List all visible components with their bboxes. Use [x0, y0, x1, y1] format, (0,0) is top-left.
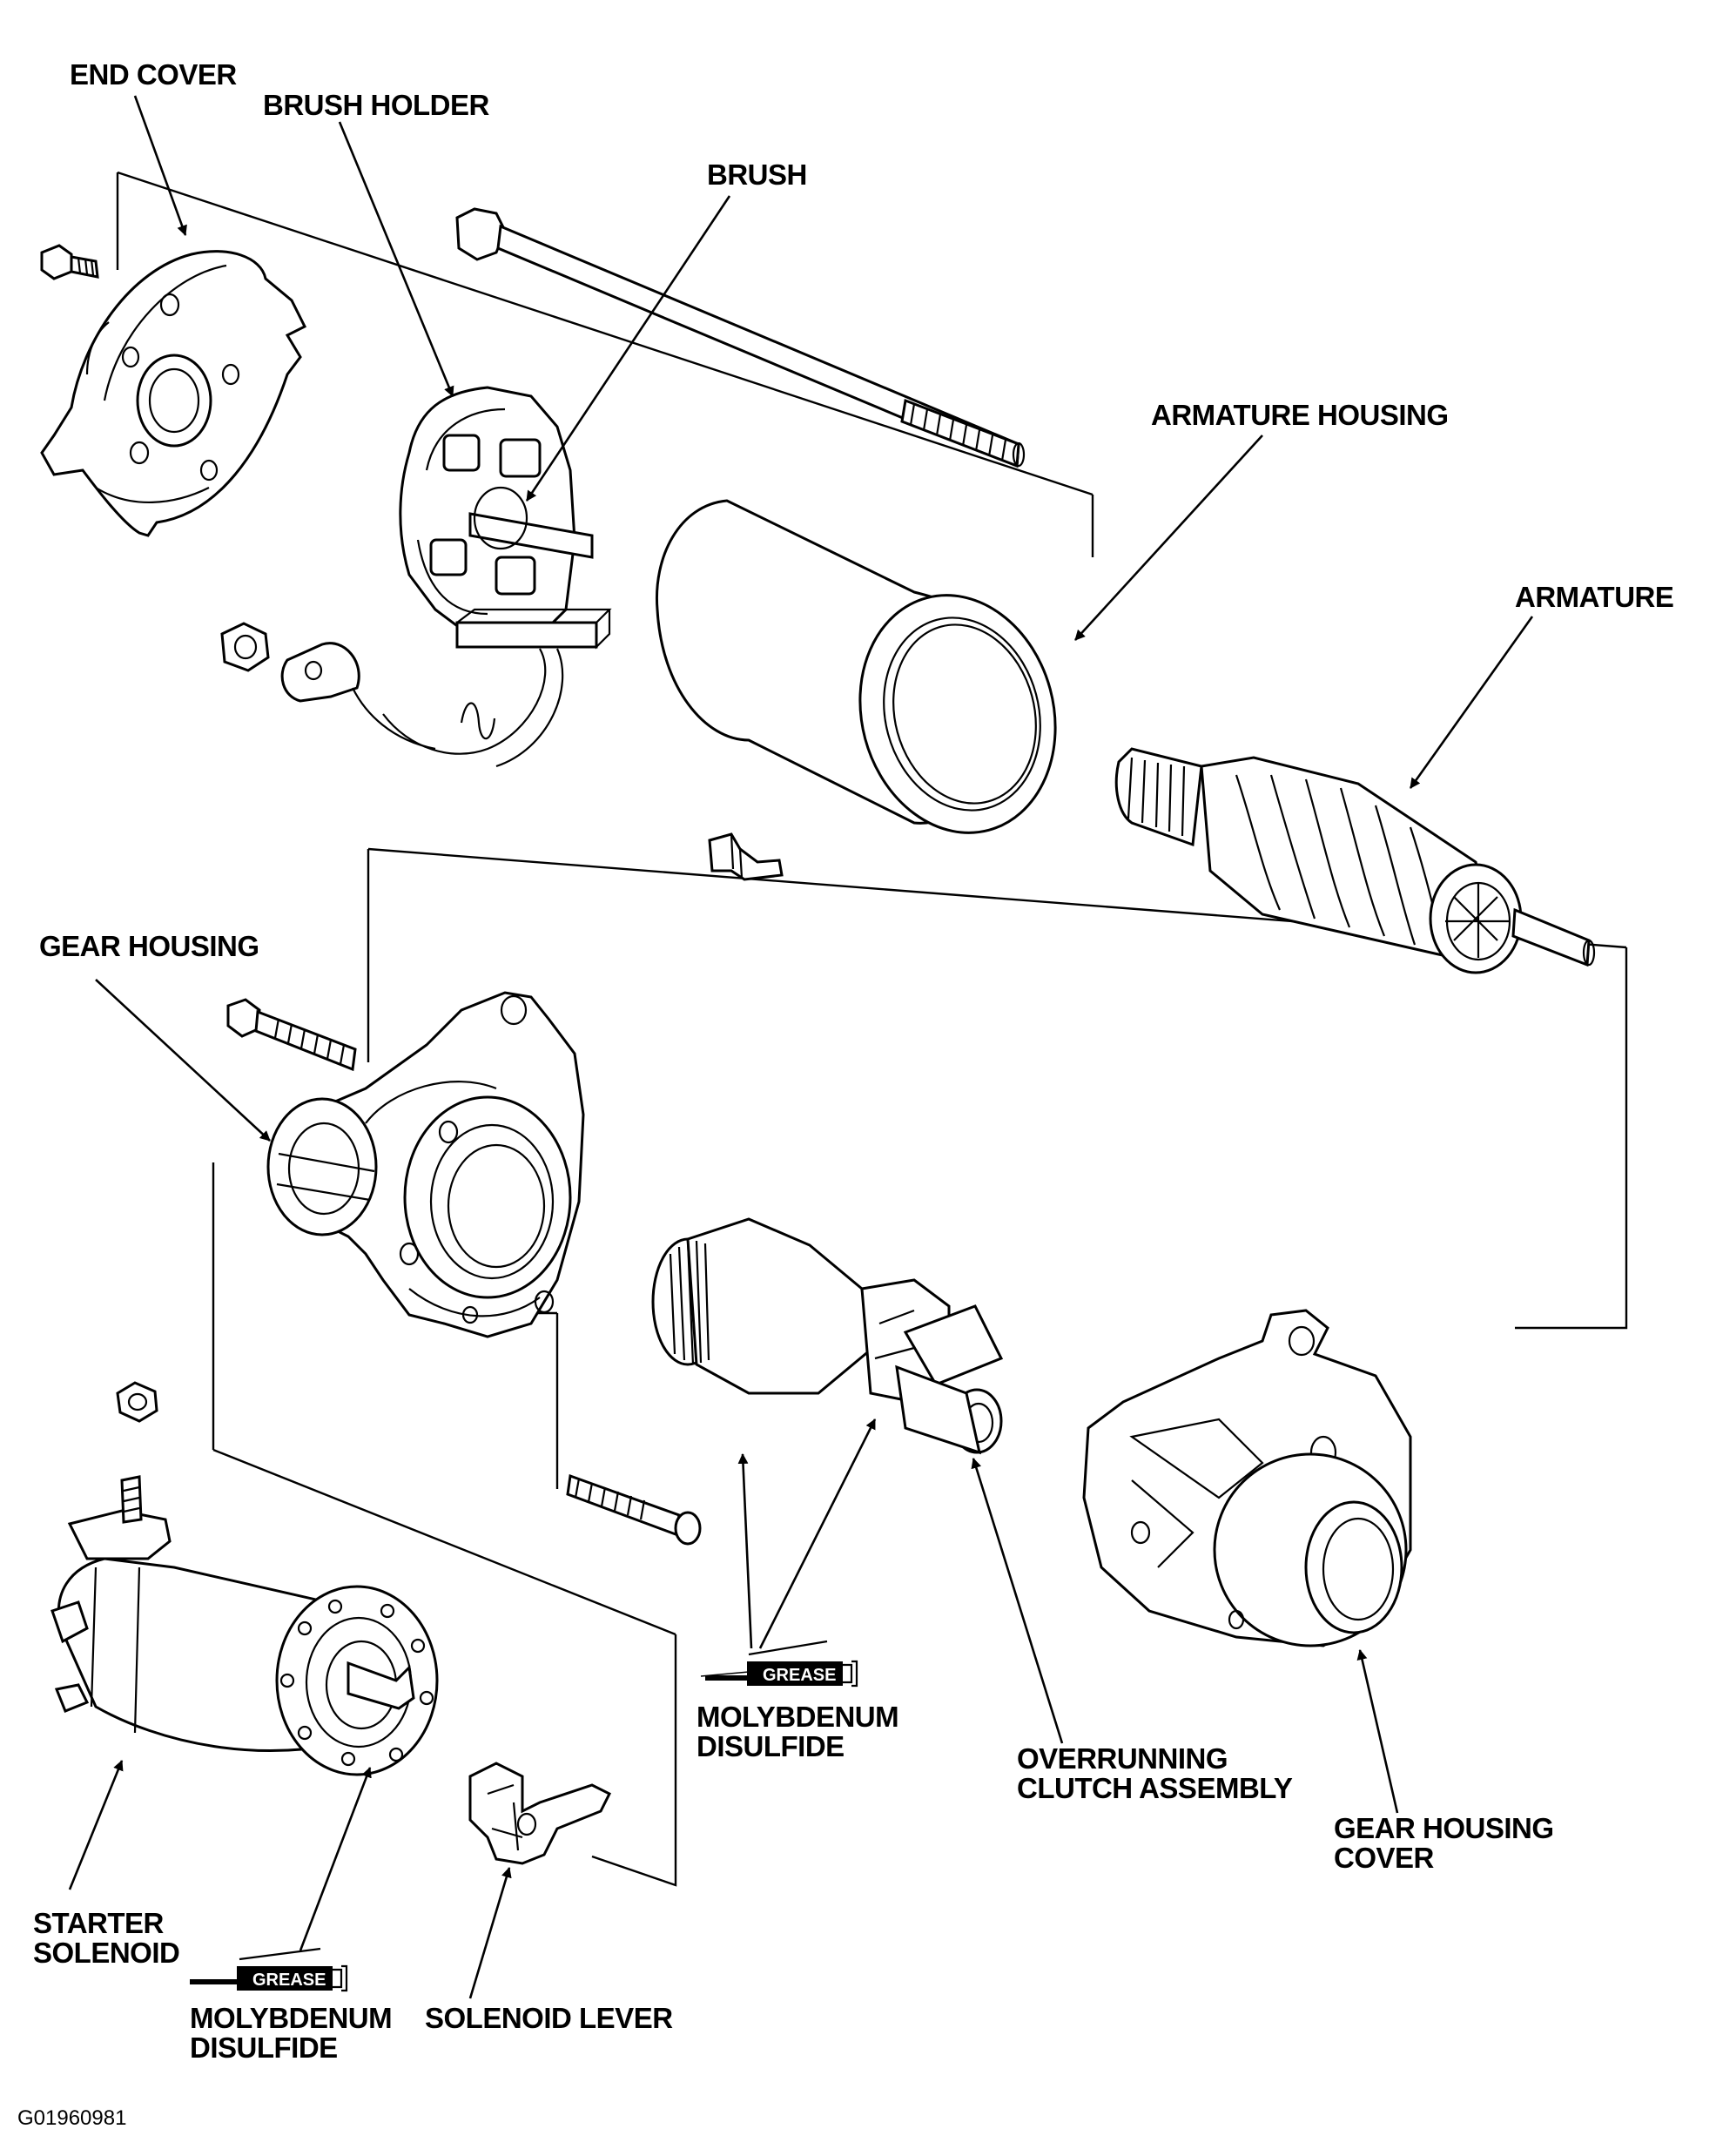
overrunning-label: OVERRUNNING — [1017, 1742, 1228, 1775]
molybdenum-label-2: MOLYBDENUM — [190, 2002, 392, 2034]
starter-solenoid-part — [50, 1475, 439, 1776]
molybdenum-label-1: MOLYBDENUM — [696, 1701, 898, 1733]
gear-housing-label: GEAR HOUSING — [39, 930, 259, 962]
end-cover-part — [40, 250, 307, 537]
starter-solenoid-label-1: STARTER — [33, 1907, 165, 1939]
gear-housing-bolt-upper — [226, 998, 357, 1072]
gear-housing-cover-label-2: COVER — [1334, 1842, 1435, 1874]
brush-holder-label: BRUSH HOLDER — [263, 89, 490, 121]
end-cover-screw — [40, 244, 99, 280]
through-bolt-top — [455, 207, 1026, 468]
armature-housing-clip — [708, 832, 784, 881]
solenoid-nut — [116, 1381, 158, 1423]
brush-holder-part — [382, 386, 612, 768]
brush-lead-terminal — [280, 642, 436, 751]
gear-housing-part — [266, 991, 585, 1338]
grease-label-1: GREASE — [763, 1666, 836, 1685]
overrunning-clutch-part — [651, 1217, 1004, 1455]
gear-housing-bolt-lower — [566, 1473, 702, 1546]
disulfide-label-1: DISULFIDE — [696, 1730, 845, 1762]
gear-housing-cover-label-1: GEAR HOUSING — [1334, 1812, 1554, 1844]
solenoid-lever-part — [468, 1762, 612, 1865]
brush-label: BRUSH — [707, 158, 807, 191]
starter-solenoid-label-2: SOLENOID — [33, 1937, 179, 1969]
gear-housing-cover-part — [1082, 1309, 1412, 1647]
solenoid-lever-label: SOLENOID LEVER — [425, 2002, 673, 2034]
armature-housing-label: ARMATURE HOUSING — [1151, 399, 1449, 431]
clutch-assembly-label: CLUTCH ASSEMBLY — [1017, 1772, 1293, 1804]
grease-tube-2: GREASE — [190, 1947, 348, 1992]
disulfide-label-2: DISULFIDE — [190, 2031, 338, 2064]
leader-arrows — [68, 95, 1534, 1999]
brush-holder-nut — [220, 622, 270, 672]
figure-code: G01960981 — [17, 2106, 126, 2130]
grease-label-2: GREASE — [252, 1971, 326, 1990]
armature-part — [1114, 747, 1596, 974]
end-cover-label: END COVER — [70, 58, 237, 91]
armature-housing-part — [655, 499, 1057, 834]
grease-tube-1: GREASE — [700, 1640, 858, 1688]
armature-label: ARMATURE — [1515, 581, 1673, 613]
